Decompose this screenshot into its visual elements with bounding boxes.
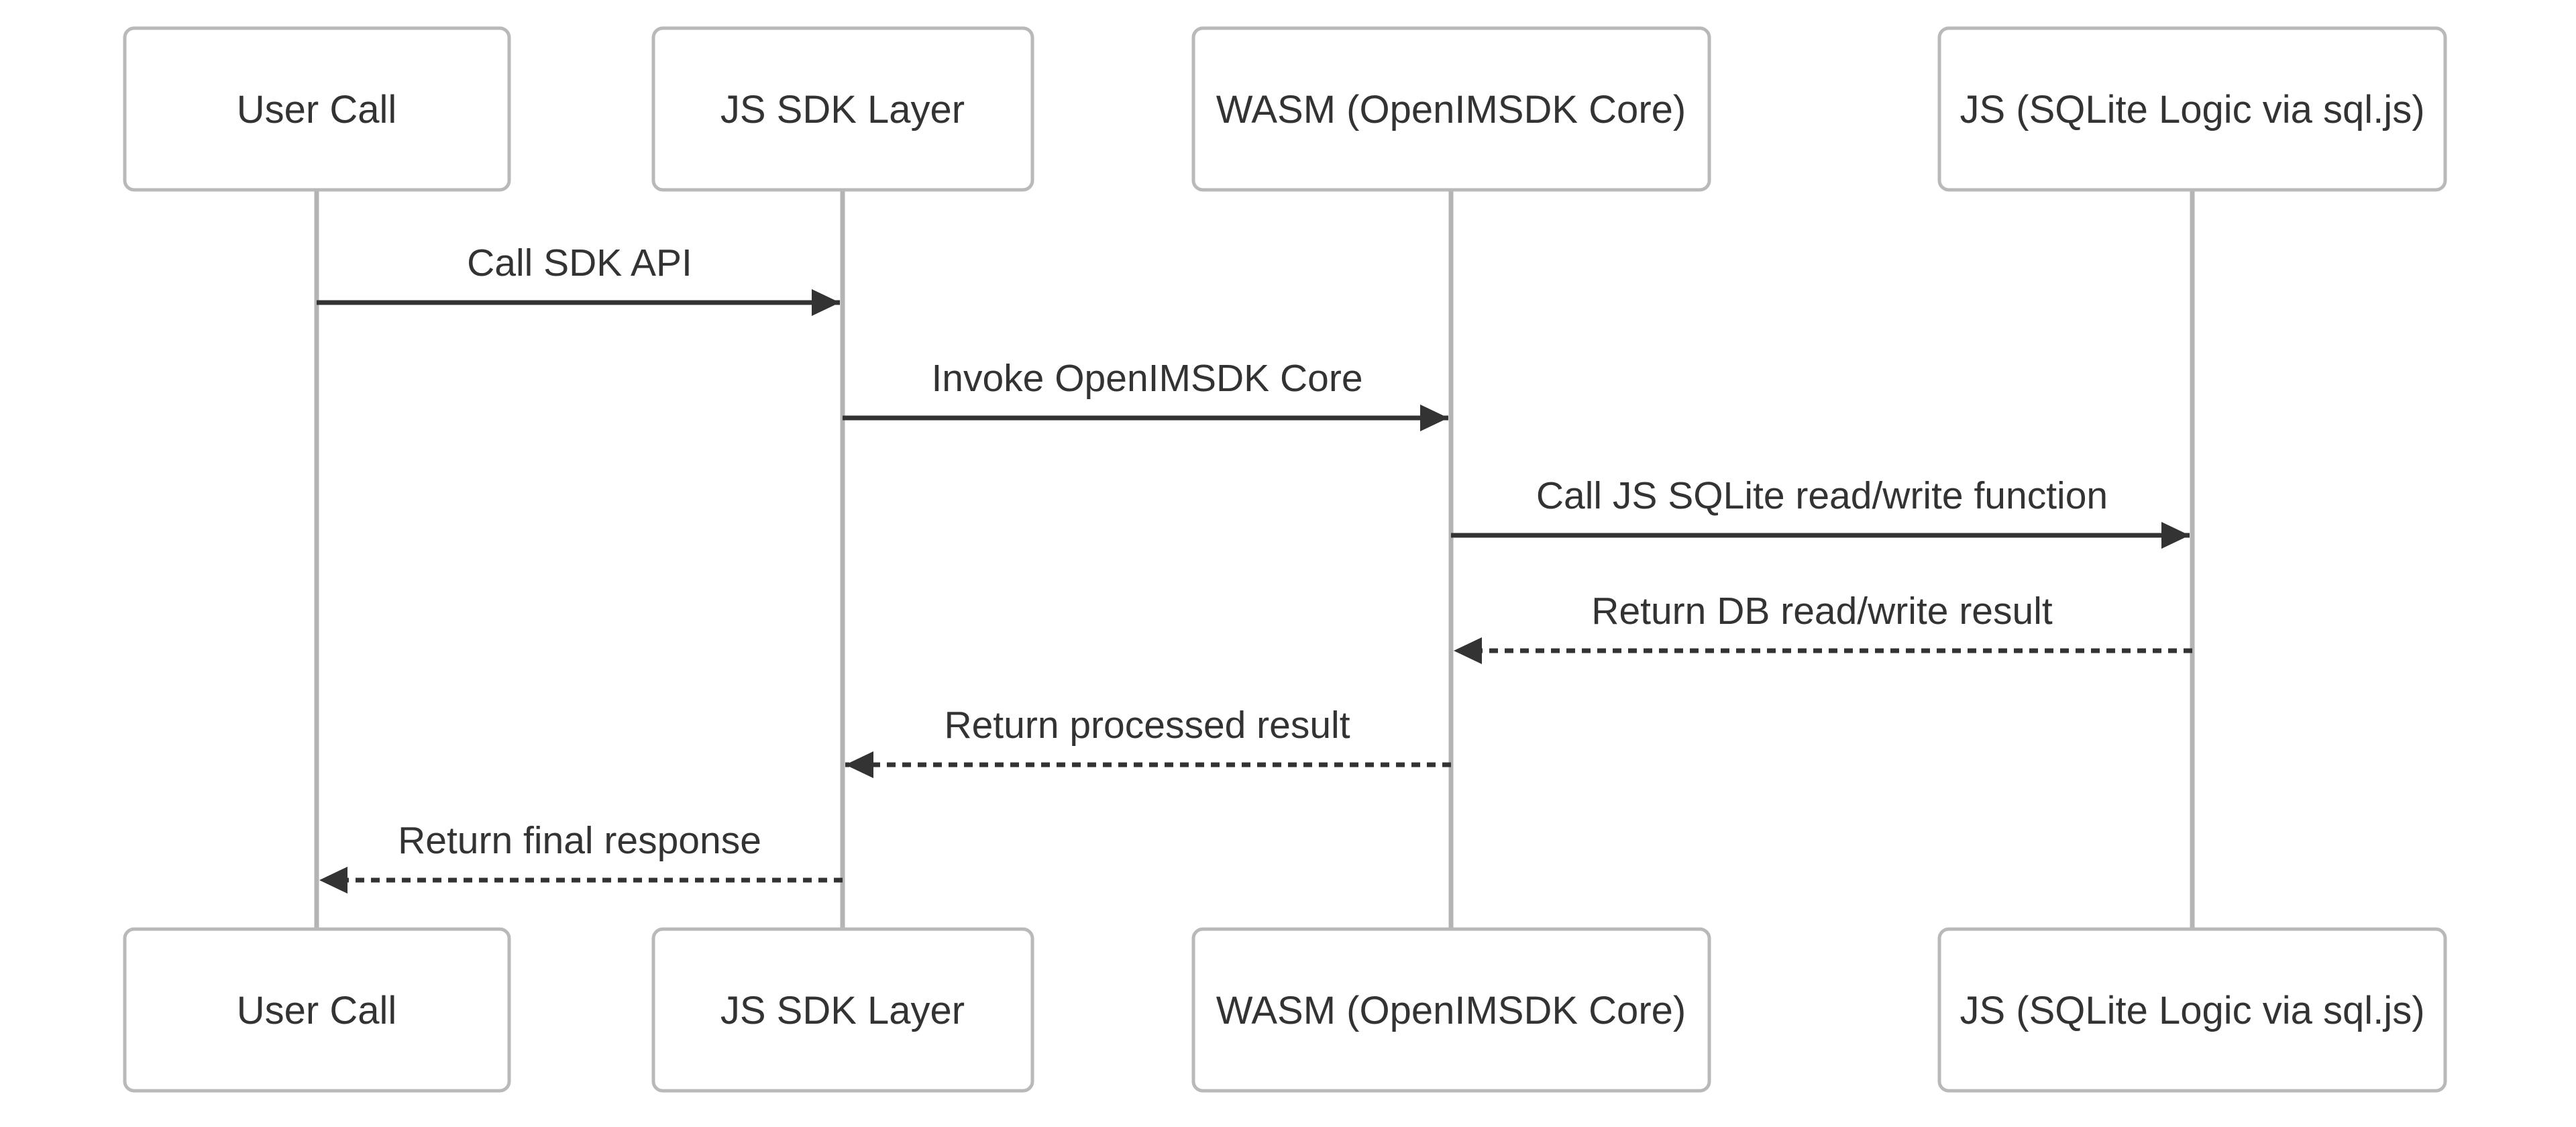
actor-label: JS SDK Layer xyxy=(720,989,965,1032)
participant-top-user-call: User Call xyxy=(123,26,511,192)
actor-box xyxy=(1937,26,2447,192)
actor-label: JS (SQLite Logic via sql.js) xyxy=(1960,989,2424,1032)
actor-box xyxy=(651,26,1034,192)
actor-label: User Call xyxy=(237,989,397,1032)
participant-top-js-sqlite: JS (SQLite Logic via sql.js) xyxy=(1937,26,2447,192)
message-return-processed-result: Return processed result xyxy=(845,704,1451,778)
actor-box xyxy=(1937,927,2447,1093)
actor-box xyxy=(651,927,1034,1093)
actor-box xyxy=(1191,26,1711,192)
actor-box xyxy=(1191,927,1711,1093)
actor-label: JS SDK Layer xyxy=(720,88,965,131)
participant-bottom-user-call: User Call xyxy=(123,927,511,1093)
participant-bottom-wasm-core: WASM (OpenIMSDK Core) xyxy=(1191,927,1711,1093)
participant-bottom-js-sqlite: JS (SQLite Logic via sql.js) xyxy=(1937,927,2447,1093)
actor-label: WASM (OpenIMSDK Core) xyxy=(1216,88,1686,131)
participant-top-wasm-core: WASM (OpenIMSDK Core) xyxy=(1191,26,1711,192)
message-label: Return final response xyxy=(398,819,761,862)
message-label: Call SDK API xyxy=(467,241,692,284)
message-call-sdk-api: Call SDK API xyxy=(317,241,840,316)
message-label: Return DB read/write result xyxy=(1591,590,2053,633)
message-return-db-result: Return DB read/write result xyxy=(1454,590,2192,664)
actor-label: JS (SQLite Logic via sql.js) xyxy=(1960,88,2424,131)
participant-bottom-js-sdk-layer: JS SDK Layer xyxy=(651,927,1034,1093)
message-call-js-sqlite-function: Call JS SQLite read/write function xyxy=(1451,474,2190,549)
actor-box xyxy=(123,927,511,1093)
message-invoke-openimsdk-core: Invoke OpenIMSDK Core xyxy=(843,357,1448,431)
message-label: Call JS SQLite read/write function xyxy=(1536,474,2108,517)
actor-label: User Call xyxy=(237,88,397,131)
actor-box xyxy=(123,26,511,192)
message-return-final-response: Return final response xyxy=(319,819,843,894)
actor-label: WASM (OpenIMSDK Core) xyxy=(1216,989,1686,1032)
message-label: Invoke OpenIMSDK Core xyxy=(931,357,1362,400)
message-label: Return processed result xyxy=(944,704,1350,747)
participant-top-js-sdk-layer: JS SDK Layer xyxy=(651,26,1034,192)
